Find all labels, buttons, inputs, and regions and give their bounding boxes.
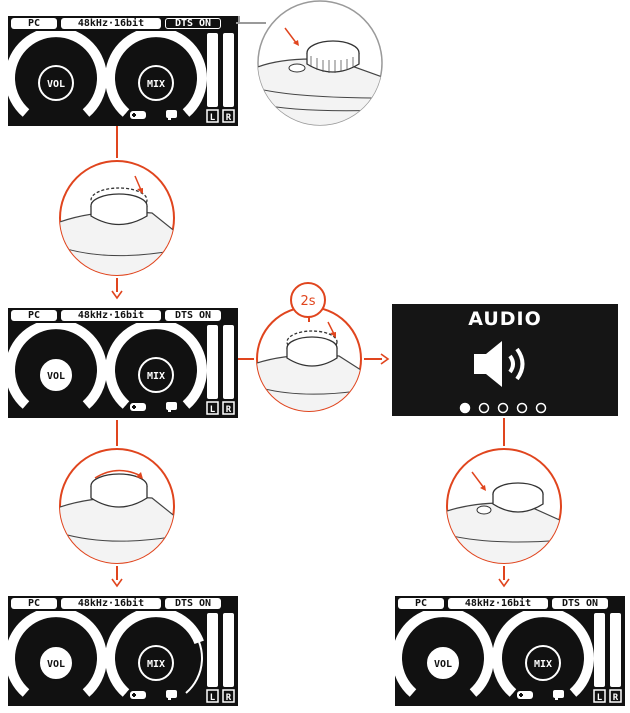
knob-callout-press-2 [446,448,562,564]
chat-bubble-icon [166,402,177,412]
knob-callout-press-1 [59,160,175,276]
mix-label: MIX [147,659,165,670]
dts-badge: DTS ON [552,598,608,609]
flow-connector [116,126,118,158]
left-label: L [210,405,216,415]
source-badge: PC [11,18,57,29]
gauge-area: VOL MIX L R [8,31,235,123]
hold-badge-connector [308,316,310,322]
gauge-area: VOL MIX L R [395,611,622,703]
dts-badge: DTS ON [165,310,221,321]
source-badge: PC [11,598,57,609]
left-meter [207,325,218,399]
audio-menu-title: AUDIO [468,308,542,330]
status-bar: PC 48kHz·16bit DTS ON [395,596,625,611]
lr-meters: L R [206,325,235,415]
display-panel-bottom-left: PC 48kHz·16bit DTS ON VOL MIX [8,596,238,706]
hold-duration-badge: 2s [290,282,326,318]
left-label: L [597,693,603,703]
flow-connector [503,566,505,580]
page-dot [478,402,490,414]
left-label: L [210,113,216,123]
vol-label: VOL [47,371,65,382]
gamepad-icon [130,403,146,411]
gamepad-icon [517,691,533,699]
lr-meters: L R [206,33,235,123]
chat-bubble-icon [166,690,177,700]
format-badge: 48kHz·16bit [61,598,161,609]
speaker-icon [474,341,525,387]
flow-connector [503,418,505,446]
page-dot-active [459,402,471,414]
volume-gauge: VOL [395,611,494,697]
display-panel-top: PC 48kHz·16bit DTS ON VOL MIX [8,16,238,126]
audio-menu-panel: AUDIO [392,304,618,416]
flow-connector [364,358,382,360]
mix-label: MIX [534,659,552,670]
lr-meters: L R [206,613,235,703]
format-badge: 48kHz·16bit [61,310,161,321]
volume-gauge: VOL [8,323,107,409]
status-bar: PC 48kHz·16bit DTS ON [8,308,238,323]
flow-connector [238,358,254,360]
menu-page-indicator [459,402,547,414]
flow-arrow [498,578,510,588]
right-meter [223,33,234,107]
left-label: L [210,693,216,703]
mix-gauge: MIX [105,611,207,700]
flow-connector [116,566,118,580]
status-bar: PC 48kHz·16bit DTS ON [8,16,238,31]
vol-label: VOL [47,79,65,90]
lr-meters: L R [593,613,622,703]
left-meter [207,613,218,687]
gray-connector [238,16,240,24]
flow-connector [116,420,118,446]
knob-callout-top [257,0,383,126]
gamepad-icon [130,111,146,119]
gauge-area: VOL MIX L R [8,611,235,703]
source-badge: PC [11,310,57,321]
flow-arrow [380,353,390,365]
right-label: R [613,693,619,703]
format-badge: 48kHz·16bit [448,598,548,609]
dts-badge: DTS ON [165,18,221,29]
left-meter [594,613,605,687]
right-meter [610,613,621,687]
flow-arrow [111,290,123,300]
flow-arrow [111,578,123,588]
display-panel-middle: PC 48kHz·16bit DTS ON VOL MIX [8,308,238,418]
page-dot [516,402,528,414]
chat-bubble-icon [553,690,564,700]
knob-callout-rotate [59,448,175,564]
mix-label: MIX [147,79,165,90]
right-label: R [226,113,232,123]
vol-label: VOL [434,659,452,670]
chat-bubble-icon [166,110,177,120]
mix-gauge: MIX [105,323,207,412]
flow-connector [116,278,118,292]
volume-gauge: VOL [8,31,107,117]
right-label: R [226,405,232,415]
gray-connector [236,22,266,24]
source-badge: PC [398,598,444,609]
right-label: R [226,693,232,703]
dts-badge: DTS ON [165,598,221,609]
left-meter [207,33,218,107]
vol-label: VOL [47,659,65,670]
page-dot [535,402,547,414]
mix-gauge: MIX [492,611,594,700]
format-badge: 48kHz·16bit [61,18,161,29]
right-meter [223,613,234,687]
right-meter [223,325,234,399]
status-bar: PC 48kHz·16bit DTS ON [8,596,238,611]
display-panel-bottom-right: PC 48kHz·16bit DTS ON VOL MIX [395,596,625,706]
gamepad-icon [130,691,146,699]
mix-label: MIX [147,371,165,382]
mix-gauge: MIX [105,31,207,120]
page-dot [497,402,509,414]
volume-gauge: VOL [8,611,107,697]
knob-callout-hold [256,306,362,412]
gauge-area: VOL MIX L R [8,323,235,415]
